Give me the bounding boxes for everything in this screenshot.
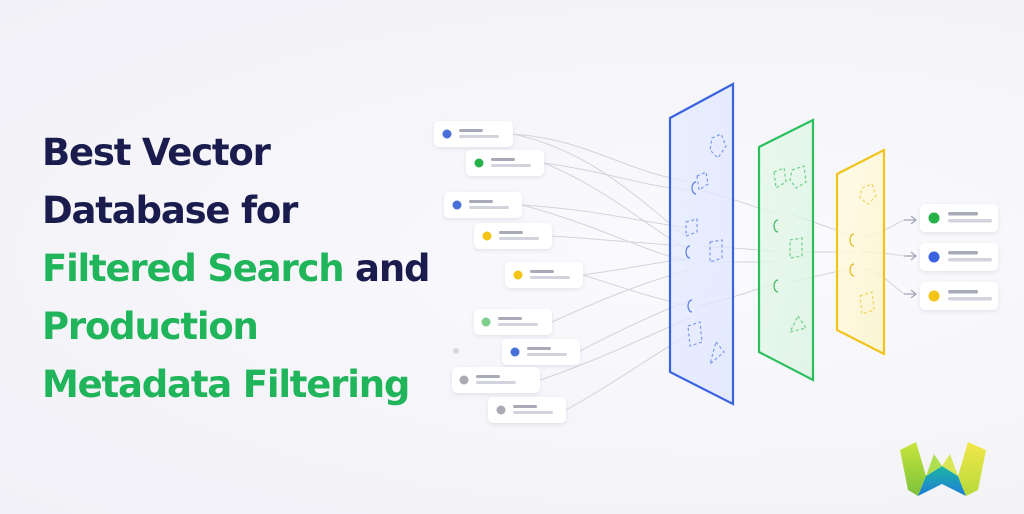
- input-card: [488, 397, 566, 423]
- filter-panel-green: [757, 118, 815, 382]
- filter-panel-blue: [668, 82, 735, 406]
- green-dot-icon: [481, 317, 491, 327]
- green-dot-icon: [928, 212, 940, 224]
- title-highlight-filtered-search: Filtered Search: [42, 247, 345, 290]
- yellow-dot-icon: [482, 231, 492, 241]
- page-title: Best Vector Database for Filtered Search…: [42, 124, 472, 414]
- blue-dot-icon: [442, 129, 452, 139]
- input-card: [474, 223, 552, 249]
- output-cards: [920, 204, 998, 310]
- input-card: [444, 192, 522, 218]
- input-card: [502, 339, 580, 365]
- input-cards: [434, 121, 583, 423]
- gray-dot-icon: [496, 405, 506, 415]
- blue-dot-icon: [510, 347, 520, 357]
- w-logo-icon: [900, 442, 986, 496]
- output-card: [920, 204, 998, 232]
- gray-dot-icon: [459, 375, 469, 385]
- title-line-4: Production: [42, 305, 259, 348]
- input-card: [452, 367, 540, 393]
- input-card: [434, 121, 513, 147]
- input-card: [466, 150, 544, 176]
- title-word-and: and: [343, 247, 430, 290]
- title-line-1: Best Vector: [42, 131, 271, 174]
- yellow-dot-icon: [928, 290, 940, 302]
- blue-dot-icon: [928, 251, 940, 263]
- output-arrows: [904, 215, 917, 299]
- blue-dot-icon: [452, 200, 462, 210]
- output-card: [920, 243, 998, 271]
- faint-dot-icon: [453, 348, 459, 354]
- title-line-5: Metadata Filtering: [42, 363, 410, 406]
- input-card: [474, 309, 552, 335]
- filter-panel-yellow: [835, 148, 886, 356]
- output-card: [920, 282, 998, 310]
- title-line-3: Filtered Search and: [42, 240, 472, 298]
- yellow-dot-icon: [513, 270, 523, 280]
- input-card: [505, 262, 583, 288]
- title-line-2: Database for: [42, 189, 298, 232]
- green-dot-icon: [474, 158, 484, 168]
